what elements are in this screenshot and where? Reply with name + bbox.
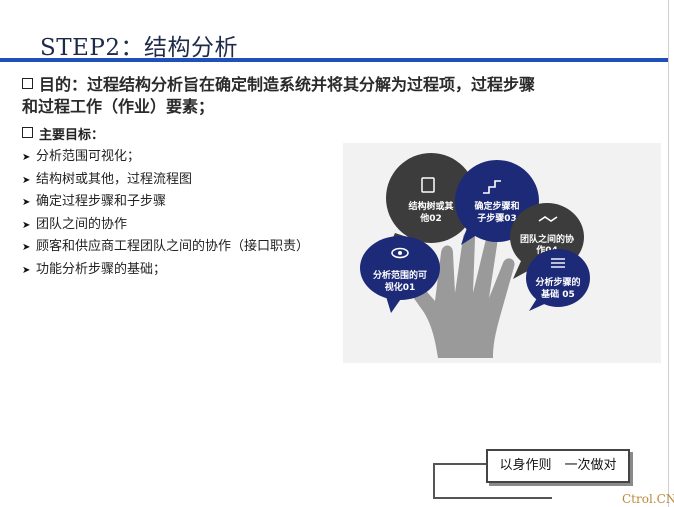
list-item: ➤ 分析范围可视化； — [22, 146, 309, 169]
speech-bubbles-graphic: 结构树或其 他02 确定步骤和 子步骤03 团队之间的协 作04 分析范围的可 … — [343, 143, 661, 363]
title-divider — [0, 58, 668, 62]
bubble-label-line1: 分析步骤的 — [535, 276, 580, 288]
bubble-label-line1: 团队之间的协 — [520, 233, 574, 245]
arrow-bullet-icon: ➤ — [22, 242, 31, 254]
list-item-text: 结构树或其他，过程流程图 — [36, 171, 193, 187]
bubble-label-line2: 基础 05 — [540, 288, 575, 300]
goal-line-2: 和过程工作（作业）要素； — [22, 97, 215, 116]
list-item-text: 功能分析步骤的基础； — [36, 261, 167, 277]
bubble-label-line2: 视化01 — [385, 281, 416, 293]
checkbox-square-icon — [22, 78, 33, 89]
goal-line-1: 目的：过程结构分析旨在确定制造系统并将其分解为过程项，过程步骤 — [39, 75, 536, 94]
hand-illustration — [401, 230, 515, 358]
list-item: ➤ 团队之间的协作 — [22, 214, 309, 237]
list-item-text: 确定过程步骤和子步骤 — [36, 194, 167, 210]
stairs-person-icon — [483, 180, 501, 194]
main-goal-heading: 主要目标： — [22, 124, 104, 143]
list-item: ➤ 结构树或其他，过程流程图 — [22, 169, 309, 192]
document-icon — [421, 177, 435, 193]
bubble-analysis-scope: 分析范围的可 视化01 — [360, 236, 440, 313]
hand-bubbles-illustration: 结构树或其 他02 确定步骤和 子步骤03 团队之间的协 作04 分析范围的可 … — [360, 153, 590, 358]
bubble-label-line1: 结构树或其 — [408, 200, 453, 212]
motto-banner: 以身作则 一次做对 — [486, 449, 630, 483]
watermark: Ctrol.CN — [622, 492, 674, 506]
list-item-text: 团队之间的协作 — [36, 216, 128, 232]
arrow-bullet-icon: ➤ — [22, 152, 31, 163]
page-title: STEP2：结构分析 — [40, 35, 238, 61]
list-item-text: 顾客和供应商工程团队之间的协作（接口职责） — [36, 239, 310, 255]
handshake-icon — [538, 216, 558, 222]
bubble-label-line1: 确定步骤和 — [474, 200, 519, 212]
list-item: ➤ 顾客和供应商工程团队之间的协作（接口职责） — [22, 236, 309, 259]
main-goal-label: 主要目标： — [39, 128, 105, 143]
arrow-bullet-icon: ➤ — [22, 174, 31, 186]
eye-icon — [391, 247, 409, 259]
bubble-label-line1: 分析范围的可 — [373, 269, 427, 281]
list-icon — [551, 258, 565, 268]
arrow-bullet-icon: ➤ — [22, 197, 31, 209]
goal-list: ➤ 分析范围可视化； ➤ 结构树或其他，过程流程图 ➤ 确定过程步骤和子步骤 ➤ 团队之… — [22, 146, 309, 282]
arrow-bullet-icon: ➤ — [22, 264, 31, 276]
list-item: ➤ 功能分析步骤的基础； — [22, 259, 309, 282]
arrow-bullet-icon: ➤ — [22, 219, 31, 231]
bubble-label-line2: 他02 — [419, 212, 442, 224]
goal-text: 目的：过程结构分析旨在确定制造系统并将其分解为过程项，过程步骤 和过程工作（作业… — [22, 74, 622, 118]
bubble-analysis-foundation: 分析步骤的 基础 05 — [526, 249, 590, 311]
bubble-label-line2: 子步骤03 — [477, 212, 517, 224]
checkbox-square-icon — [22, 127, 33, 138]
list-item: ➤ 确定过程步骤和子步骤 — [22, 191, 309, 214]
list-item-text: 分析范围可视化； — [36, 149, 141, 164]
